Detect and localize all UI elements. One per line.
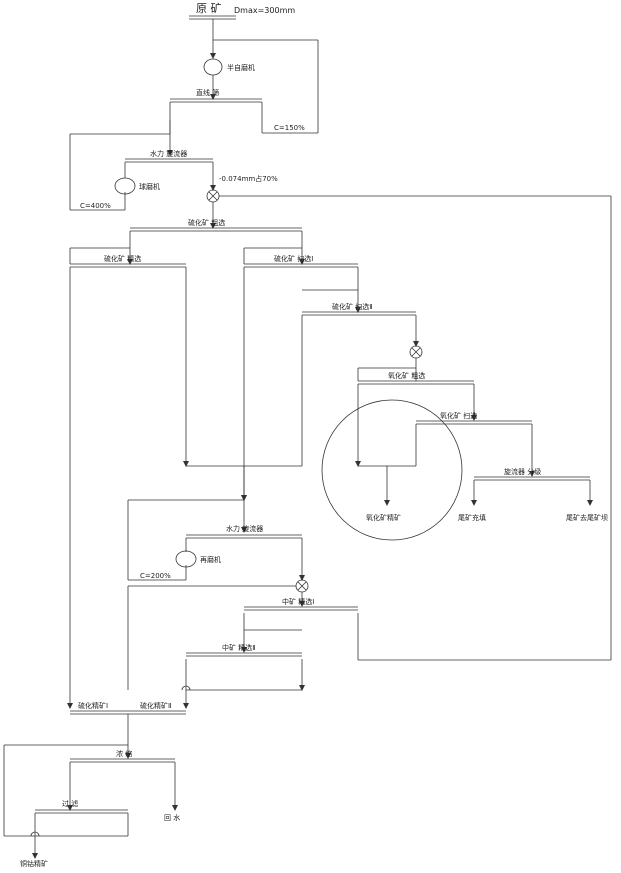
stage-labels: 直线 筛 C=150% 水力 旋流器 -0.074mm占70% C=400% 硫… — [20, 88, 608, 868]
filtration-label: 过 滤 — [62, 799, 78, 808]
middling-cleaner2-label: 中矿 精选Ⅱ — [222, 643, 256, 652]
regrind-mill: 再磨机 — [175, 550, 221, 568]
sulfide-scav1-label: 硫化矿 扫选Ⅰ — [274, 254, 313, 263]
oxide-conc-label: 氧化矿精矿 — [366, 513, 401, 522]
ball-mill-label: 球磨机 — [139, 182, 160, 191]
sulfide-scav2-label: 硫化矿 扫选Ⅱ — [332, 302, 373, 311]
oxide-rougher-label: 氧化矿 粗选 — [388, 371, 425, 380]
oxide-section-circle — [321, 399, 463, 541]
flow-lines — [3, 19, 612, 859]
mixer-3 — [295, 579, 309, 593]
mixer-2 — [409, 345, 423, 359]
ball-mill: 球磨机 — [114, 177, 160, 195]
screen-label: 直线 筛 — [196, 88, 219, 97]
sulfide-conc1-label: 硫化精矿Ⅰ — [78, 701, 108, 710]
sulfide-rougher-label: 硫化矿 粗选 — [188, 218, 225, 227]
sulfide-cleaner-label: 硫化矿 精选 — [104, 254, 141, 263]
thickening-label: 浓 缩 — [116, 749, 132, 758]
c150-label: C=150% — [274, 124, 305, 132]
tail-dam-label: 尾矿去尾矿坝 — [566, 513, 608, 522]
crossing-loop — [181, 685, 191, 691]
mixer-1 — [206, 189, 220, 203]
fineness-label: -0.074mm占70% — [219, 174, 278, 183]
c400-label: C=400% — [80, 202, 111, 210]
middling-cleaner1-label: 中矿 精选Ⅰ — [282, 597, 314, 606]
regrind-mill-label: 再磨机 — [200, 555, 221, 564]
max-size-label: Dmax=300mm — [234, 6, 295, 15]
sag-mill: 半自磨机 — [203, 58, 255, 76]
sulfide-conc2-label: 硫化精矿Ⅱ — [140, 701, 171, 710]
tail-fill-label: 尾矿充填 — [458, 513, 486, 522]
oxide-scav-label: 氧化矿 扫选 — [440, 411, 477, 420]
ore-label: 原 矿 — [196, 2, 222, 15]
c200-label: C=200% — [140, 572, 171, 580]
cyclone-classify-label: 旋流器 分级 — [504, 467, 541, 476]
process-bars — [35, 98, 590, 814]
crossing-loop — [30, 831, 40, 837]
sag-mill-label: 半自磨机 — [227, 63, 255, 72]
hydrocyclone1-label: 水力 旋流器 — [150, 149, 187, 158]
hydrocyclone2-label: 水力 旋流器 — [226, 524, 263, 533]
feed-title: 原 矿 Dmax=300mm — [189, 2, 295, 20]
final-conc-label: 铜钴精矿 — [20, 859, 48, 868]
return-water-label: 回 水 — [164, 813, 180, 822]
